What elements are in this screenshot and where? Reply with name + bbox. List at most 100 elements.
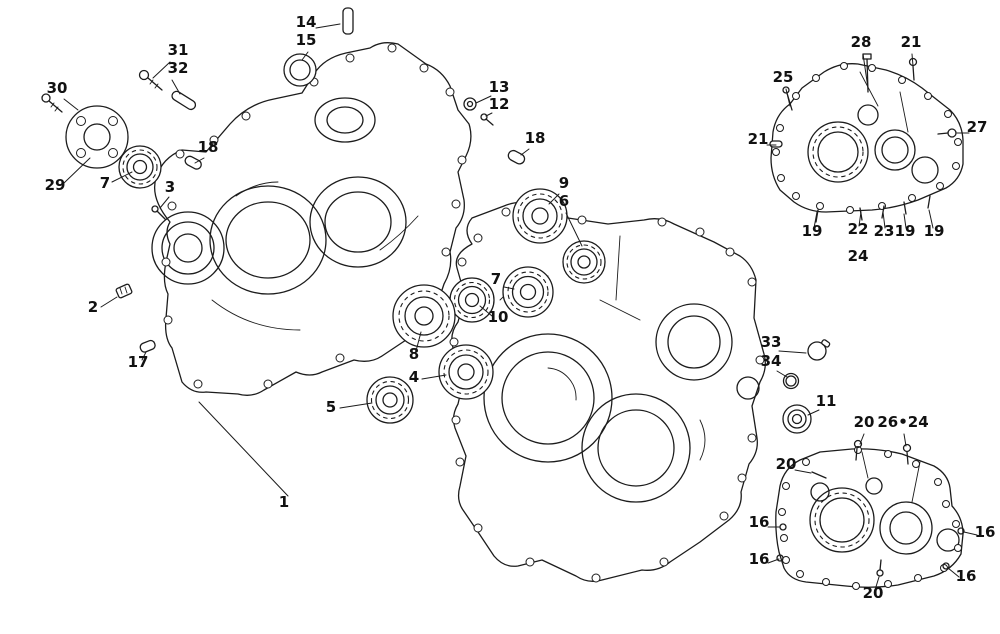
callout-label-21: 21 <box>748 130 769 148</box>
callout-leader-34 <box>776 370 788 378</box>
callout-label-11: 11 <box>816 392 837 410</box>
plug-2 <box>115 283 133 299</box>
screw-20-bottom <box>876 559 884 577</box>
callout-label-17: 17 <box>128 353 149 371</box>
callout-leader-8 <box>415 331 422 352</box>
callout-label-3: 3 <box>165 178 175 196</box>
callout-leader-30 <box>63 98 79 111</box>
callout-label-16: 16 <box>749 513 770 531</box>
callout-label-18: 18 <box>198 138 219 156</box>
callout-label-20: 20 <box>854 413 875 431</box>
screw-3 <box>151 205 166 220</box>
dowel-pin-14 <box>342 7 354 35</box>
screw-16-c <box>957 527 965 535</box>
callout-leader-19 <box>928 209 934 229</box>
bearing-4 <box>438 344 494 400</box>
callout-label-16: 16 <box>956 567 977 585</box>
bolt-31 <box>138 69 163 91</box>
callout-leader-5 <box>339 402 373 409</box>
callout-leader-19 <box>903 213 907 229</box>
callout-label-24: 24 <box>848 247 869 265</box>
callout-leader-7 <box>503 286 515 290</box>
callout-label-10: 10 <box>488 308 509 326</box>
callout-leader-21 <box>911 53 914 67</box>
callout-leader-23 <box>882 211 886 229</box>
callout-label-25: 25 <box>773 68 794 86</box>
stud-20-left <box>811 471 827 479</box>
callout-label-21: 21 <box>901 33 922 51</box>
callout-leader-16 <box>767 558 780 564</box>
callout-label-16: 16 <box>749 550 770 568</box>
callout-label-20: 20 <box>863 584 884 602</box>
dowel-pin-32 <box>171 90 197 111</box>
callout-label-31: 31 <box>168 41 189 59</box>
screw-16-b <box>776 554 784 562</box>
callout-label-19: 19 <box>924 222 945 240</box>
callout-leader-3 <box>159 196 170 209</box>
callout-label-30: 30 <box>47 79 68 97</box>
dowel-18-left <box>184 155 202 170</box>
callout-leader-16 <box>947 567 960 578</box>
callout-leader-4 <box>421 374 447 380</box>
callout-leader-19 <box>813 211 818 229</box>
callout-label-2: 2 <box>88 298 98 316</box>
screw-27 <box>937 128 957 138</box>
callout-leader-18 <box>520 148 530 156</box>
callout-leader-16 <box>963 531 978 536</box>
bearing-9 <box>512 188 568 244</box>
callout-leader-25 <box>785 88 791 107</box>
bearing-7-left <box>118 145 162 189</box>
callout-label-32: 32 <box>168 59 189 77</box>
callout-label-22: 22 <box>848 220 869 238</box>
callout-leader-31 <box>152 61 171 79</box>
callout-label-34: 34 <box>761 352 782 370</box>
washer-13 <box>463 97 477 111</box>
bearing-retainer-flange <box>65 105 129 169</box>
callout-leader-33 <box>778 350 807 354</box>
screw-12 <box>480 113 494 126</box>
callout-leader-28 <box>862 53 869 89</box>
callout-label-5: 5 <box>326 398 336 416</box>
bearing-10 <box>449 277 495 323</box>
callout-label-1: 1 <box>279 493 289 511</box>
callout-label-26•24: 26•24 <box>877 413 928 431</box>
callout-label-15: 15 <box>296 31 317 49</box>
callout-leader-13 <box>475 95 492 104</box>
cap-33 <box>807 339 831 361</box>
callout-leader-17 <box>141 351 147 361</box>
bolt-26-24 <box>902 443 912 465</box>
callout-leader-18 <box>194 157 205 164</box>
bearing-7-right <box>502 266 554 318</box>
callout-leader-20 <box>794 469 812 474</box>
bearing-8 <box>392 284 456 348</box>
bearing-6 <box>562 240 606 284</box>
callout-leader-7 <box>111 171 133 183</box>
callout-label-20: 20 <box>776 455 797 473</box>
callout-leader-1 <box>198 401 289 497</box>
callout-label-8: 8 <box>409 345 419 363</box>
right-case-bolt-holes <box>449 203 765 583</box>
callout-label-33: 33 <box>761 333 782 351</box>
callout-leader-15 <box>301 51 309 61</box>
oil-seal-15 <box>283 53 317 87</box>
bottom-right-case-view <box>775 439 965 590</box>
callout-label-19: 19 <box>802 222 823 240</box>
stud-21-left <box>769 140 783 148</box>
callout-label-7: 7 <box>100 174 110 192</box>
callout-label-14: 14 <box>296 13 317 31</box>
callout-leader-12 <box>485 112 493 117</box>
callout-leader-32 <box>171 79 181 95</box>
callout-leader-20 <box>859 433 865 445</box>
oil-seal-11 <box>782 404 812 434</box>
callout-label-12: 12 <box>489 95 510 113</box>
callout-label-6: 6 <box>559 192 569 210</box>
screw-30 <box>41 93 63 113</box>
callout-label-18: 18 <box>525 129 546 147</box>
bottom-right-bolt-holes <box>778 446 962 590</box>
callout-label-16: 16 <box>975 523 996 541</box>
callout-leader-9 <box>548 193 560 205</box>
callout-label-7: 7 <box>491 270 501 288</box>
callout-leader-10 <box>479 305 493 317</box>
